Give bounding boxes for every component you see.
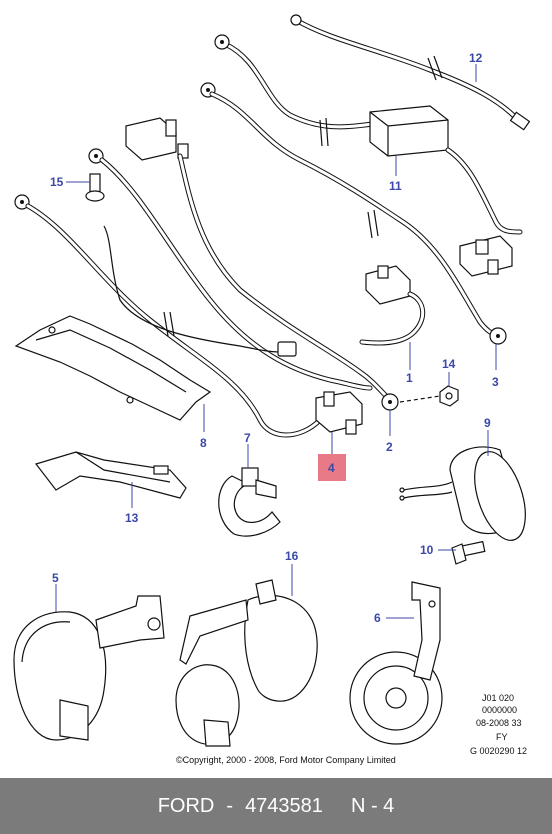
cable-ground — [88, 148, 373, 391]
callout-4: 4 — [318, 432, 346, 481]
part-6 — [349, 581, 443, 745]
svg-text:9: 9 — [484, 416, 491, 430]
reference-block: J01 020 0000000 08-2008 33 FY G 0020290 … — [470, 693, 527, 756]
part-number: 4743581 — [245, 794, 323, 817]
svg-text:16: 16 — [285, 549, 299, 563]
callout-10: 10 — [420, 543, 456, 557]
svg-text:1: 1 — [406, 371, 413, 385]
part-8 — [14, 315, 212, 421]
cable-12 — [290, 14, 531, 131]
svg-text:5: 5 — [52, 571, 59, 585]
callout-3: 3 — [492, 344, 499, 389]
svg-text:7: 7 — [244, 431, 251, 445]
cable-left — [14, 194, 323, 438]
svg-text:10: 10 — [420, 543, 434, 557]
svg-text:12: 12 — [469, 51, 483, 65]
brand-label: FORD — [157, 794, 215, 817]
part-14 — [399, 385, 459, 407]
cable-11 — [214, 34, 523, 277]
cable-2 — [125, 117, 426, 411]
callout-6: 6 — [374, 611, 414, 625]
svg-text:FY: FY — [496, 732, 508, 742]
footer-bar: FORD - 4743581 N - 4 — [0, 778, 552, 834]
svg-text:6: 6 — [374, 611, 381, 625]
part-5 — [13, 595, 165, 741]
separator: - — [226, 794, 234, 817]
svg-text:G 0020290 12: G 0020290 12 — [470, 746, 527, 756]
part-15 — [85, 173, 105, 202]
svg-text:J01 020: J01 020 — [482, 693, 514, 703]
svg-text:15: 15 — [50, 175, 64, 189]
callout-1: 1 — [406, 342, 413, 385]
callout-14: 14 — [442, 357, 456, 386]
callout-7: 7 — [244, 431, 251, 468]
part-10 — [451, 540, 486, 565]
svg-text:0000000: 0000000 — [482, 705, 517, 715]
position-label: N - 4 — [350, 794, 395, 817]
callout-5: 5 — [52, 571, 59, 612]
callout-16: 16 — [285, 549, 299, 596]
callout-11: 11 — [389, 156, 402, 193]
callout-2: 2 — [386, 410, 393, 454]
callout-13: 13 — [125, 482, 139, 525]
callout-9: 9 — [484, 416, 491, 456]
callout-15: 15 — [50, 175, 90, 189]
part-7 — [218, 467, 281, 537]
callout-12: 12 — [469, 51, 483, 82]
svg-text:4: 4 — [328, 461, 335, 475]
svg-text:14: 14 — [442, 357, 456, 371]
copyright-text: ©Copyright, 2000 - 2008, Ford Motor Comp… — [176, 755, 396, 765]
highlight-box — [318, 454, 346, 481]
part-16 — [175, 579, 318, 747]
part-13 — [34, 451, 187, 499]
parts-diagram: 12 11 15 14 1 3 2 8 9 4 7 13 — [13, 14, 531, 765]
cable-3 — [200, 82, 507, 345]
callout-8: 8 — [200, 404, 207, 450]
svg-text:8: 8 — [200, 436, 207, 450]
part-9 — [399, 446, 526, 541]
svg-text:08-2008 33: 08-2008 33 — [476, 718, 522, 728]
svg-text:3: 3 — [492, 375, 499, 389]
svg-text:13: 13 — [125, 511, 139, 525]
part-4 — [315, 391, 363, 435]
svg-text:11: 11 — [389, 179, 402, 193]
svg-text:2: 2 — [386, 440, 393, 454]
